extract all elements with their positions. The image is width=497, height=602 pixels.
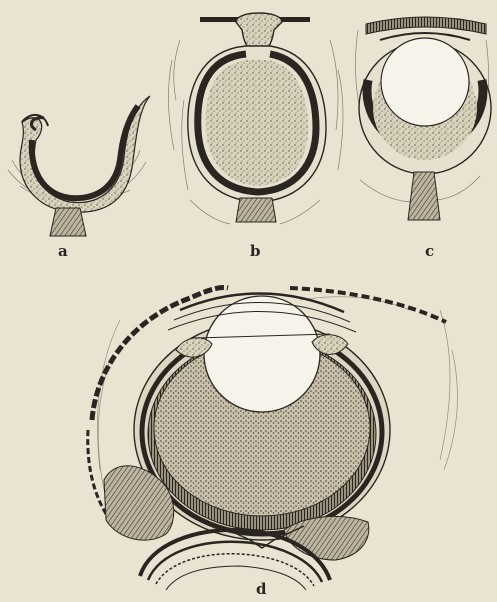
label-d: d — [256, 582, 267, 597]
figure-b-lens-vesicle — [168, 13, 343, 224]
figure-c-optic-cup — [355, 17, 491, 220]
figure-d-developed-eye — [88, 287, 458, 590]
figure-a-optic-vesicle — [8, 96, 150, 236]
label-b: b — [250, 244, 261, 259]
label-c: c — [425, 244, 434, 259]
label-a: a — [58, 244, 68, 259]
